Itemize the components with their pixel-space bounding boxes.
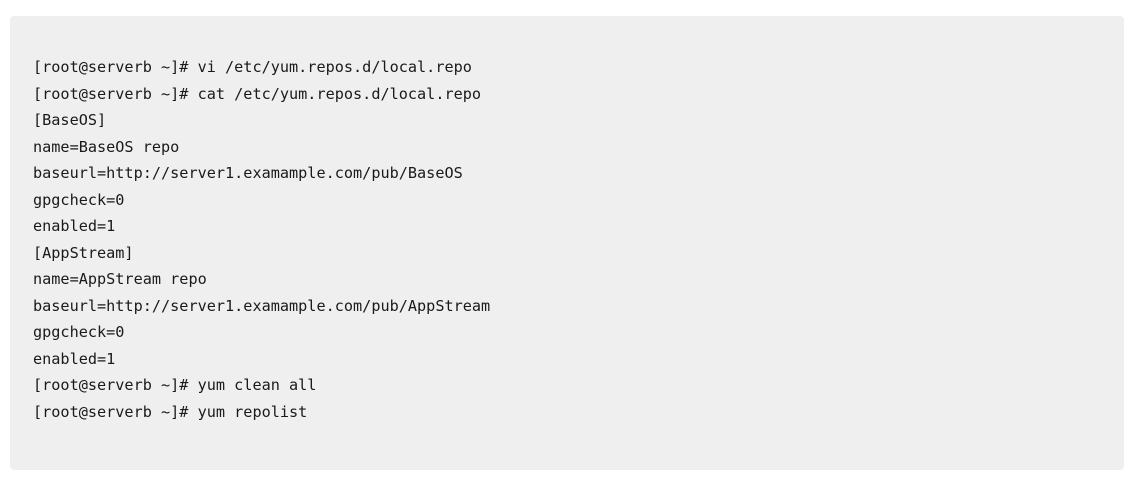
code-line: gpgcheck=0 <box>33 323 125 341</box>
code-block: [root@serverb ~]# vi /etc/yum.repos.d/lo… <box>10 16 1124 470</box>
code-line: [AppStream] <box>33 243 134 262</box>
code-line: name=AppStream repo <box>33 270 207 288</box>
code-line: [BaseOS] <box>33 111 107 129</box>
code-line: [root@serverb ~]# cat /etc/yum.repos.d/l… <box>33 84 482 103</box>
code-line: baseurl=http://server1.examample.com/pub… <box>33 296 491 315</box>
code-line: enabled=1 <box>33 349 116 368</box>
code-line: [root@serverb ~]# yum clean all <box>33 376 317 394</box>
code-lines: [root@serverb ~]# vi /etc/yum.repos.d/lo… <box>33 54 490 425</box>
code-line: gpgcheck=0 <box>33 190 125 209</box>
code-line: baseurl=http://server1.examample.com/pub… <box>33 164 463 182</box>
code-line: [root@serverb ~]# yum repolist <box>33 402 308 421</box>
code-line: [root@serverb ~]# vi /etc/yum.repos.d/lo… <box>33 58 472 76</box>
code-line: enabled=1 <box>33 217 116 235</box>
code-line: name=BaseOS repo <box>33 137 180 156</box>
